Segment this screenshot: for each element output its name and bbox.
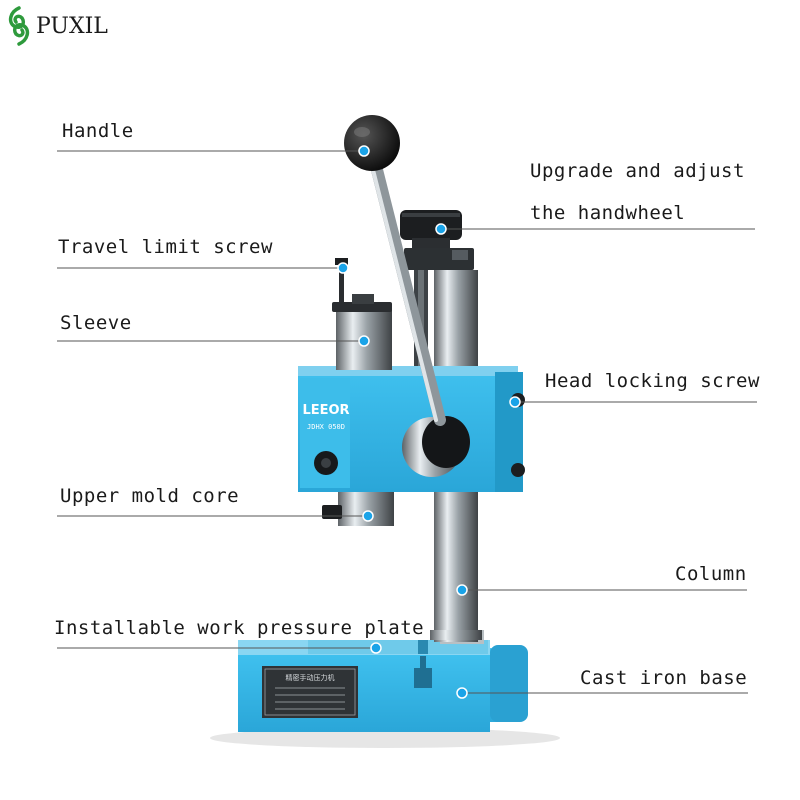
marker-dot (435, 223, 447, 235)
cast-iron-base: 精密手动压力机 (238, 640, 528, 732)
label-handwheel-line1: Upgrade and adjust (530, 160, 745, 182)
label-pressure-plate: Installable work pressure plate (54, 617, 425, 639)
head-logo: LEEOR (302, 403, 349, 418)
upper-mold-core (322, 492, 394, 526)
marker-dot (362, 510, 374, 522)
marker-dot (456, 687, 468, 699)
label-sleeve: Sleeve (60, 312, 132, 334)
brand-logo: PUXIL (6, 6, 108, 46)
marker-dot (337, 262, 349, 274)
label-handwheel-line2: the handwheel (530, 202, 686, 224)
sleeve (332, 258, 392, 370)
base-shadow (210, 728, 560, 748)
label-travel-limit-screw: Travel limit screw (58, 236, 273, 258)
handwheel (400, 210, 462, 248)
label-cast-iron-base: Cast iron base (580, 667, 748, 689)
label-handle: Handle (62, 120, 134, 142)
marker-dot (358, 145, 370, 157)
marker-dot (509, 396, 521, 408)
marker-dot (370, 642, 382, 654)
marker-dot (358, 335, 370, 347)
label-column: Column (675, 563, 747, 585)
label-upper-mold-core: Upper mold core (60, 485, 240, 507)
leader-lines (57, 150, 757, 694)
nameplate-title: 精密手动压力机 (286, 673, 335, 682)
press-head: LEEOR JDHX 050D (298, 366, 525, 492)
marker-dots (337, 145, 521, 699)
head-model: JDHX 050D (307, 423, 345, 431)
label-head-locking-screw: Head locking screw (545, 370, 760, 392)
brand-name: PUXIL (36, 13, 108, 39)
marker-dot (456, 584, 468, 596)
brand-swirl-icon (8, 6, 30, 46)
handle (344, 115, 446, 426)
